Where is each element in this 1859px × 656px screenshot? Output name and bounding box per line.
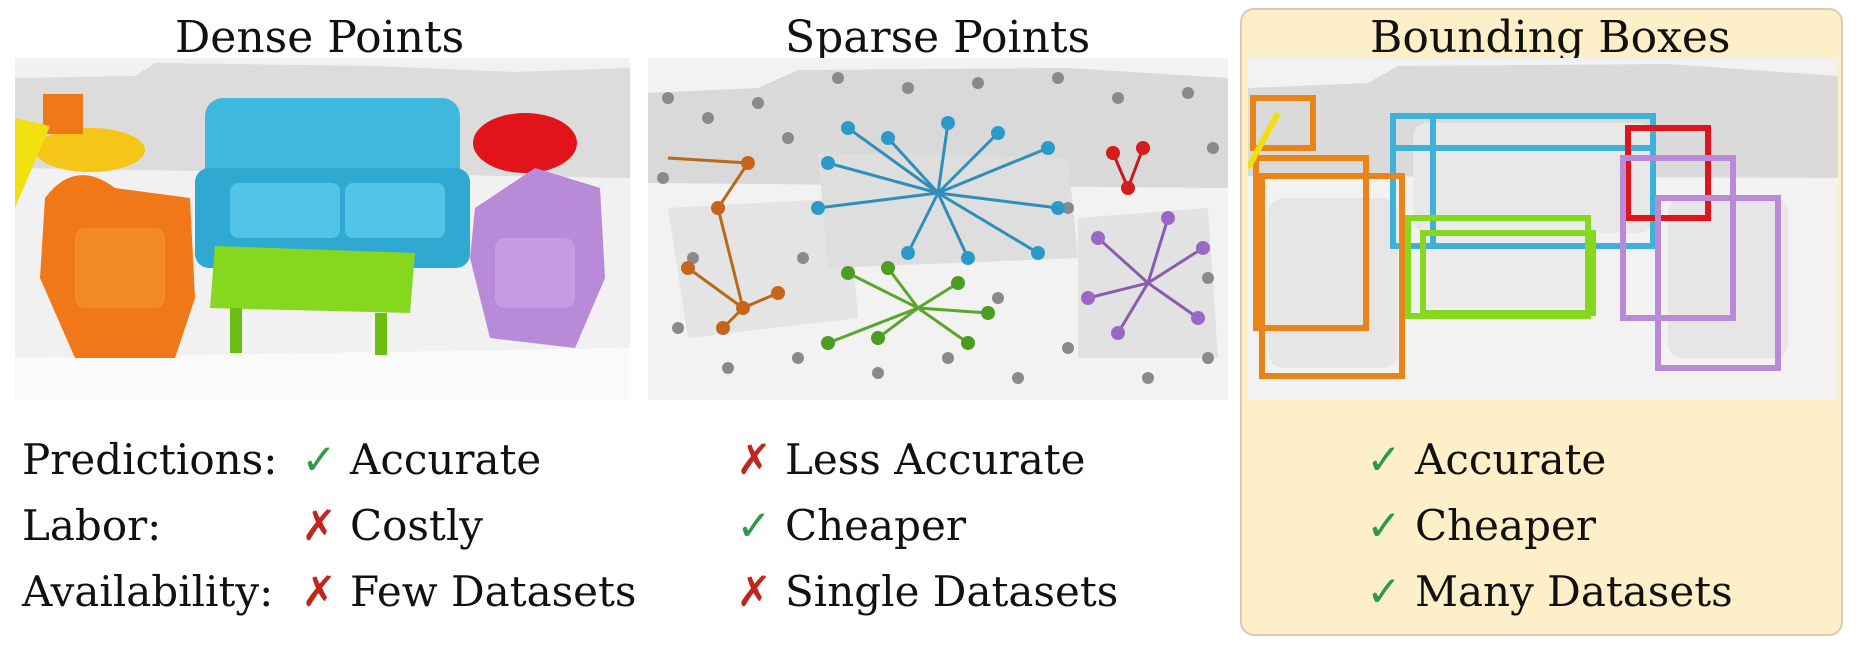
cross-mark-icon: ✗ — [736, 435, 772, 484]
cross-mark-icon: ✗ — [301, 567, 337, 616]
check-mark-icon: ✓ — [1366, 435, 1402, 484]
cell-text: Many Datasets — [1415, 567, 1733, 616]
check-mark-icon: ✓ — [301, 435, 337, 484]
sparse-predictions-cell: ✗ Less Accurate — [735, 435, 1085, 484]
cross-mark-icon: ✗ — [736, 567, 772, 616]
sparse-points-image — [648, 58, 1228, 400]
dense-points-image — [15, 58, 630, 400]
row-label-predictions: Predictions: — [22, 435, 278, 484]
cell-text: Accurate — [350, 435, 542, 484]
cross-mark-icon: ✗ — [301, 501, 337, 550]
sparse-labor-cell: ✓ Cheaper — [735, 501, 966, 550]
dense-labor-cell: ✗ Costly — [300, 501, 483, 550]
bounding-boxes-title: Bounding Boxes — [1370, 12, 1731, 63]
cell-text: Cheaper — [1415, 501, 1596, 550]
check-mark-icon: ✓ — [736, 501, 772, 550]
dense-predictions-cell: ✓ Accurate — [300, 435, 541, 484]
check-mark-icon: ✓ — [1366, 501, 1402, 550]
cell-text: Single Datasets — [785, 567, 1119, 616]
row-label-availability: Availability: — [22, 567, 274, 616]
dense-points-title: Dense Points — [175, 12, 465, 63]
cell-text: Less Accurate — [785, 435, 1086, 484]
boxes-labor-cell: ✓ Cheaper — [1365, 501, 1596, 550]
check-mark-icon: ✓ — [1366, 567, 1402, 616]
cell-text: Few Datasets — [350, 567, 637, 616]
dense-availability-cell: ✗ Few Datasets — [300, 567, 636, 616]
cell-text: Cheaper — [785, 501, 966, 550]
bounding-boxes-image — [1248, 58, 1838, 400]
cell-text: Accurate — [1415, 435, 1607, 484]
sparse-availability-cell: ✗ Single Datasets — [735, 567, 1118, 616]
boxes-predictions-cell: ✓ Accurate — [1365, 435, 1606, 484]
row-label-labor: Labor: — [22, 501, 162, 550]
sparse-points-title: Sparse Points — [785, 12, 1091, 63]
boxes-availability-cell: ✓ Many Datasets — [1365, 567, 1733, 616]
cell-text: Costly — [350, 501, 484, 550]
